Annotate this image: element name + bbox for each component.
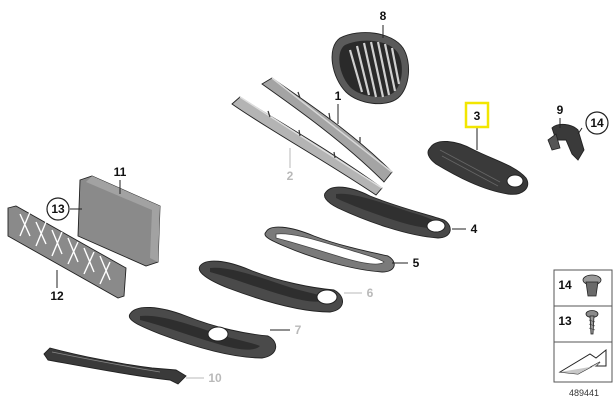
upper-trim-strip-part[interactable] (261, 77, 393, 183)
fastener-legend: 14 13 (553, 269, 613, 383)
legend-label-13: 13 (558, 314, 572, 328)
callout-14[interactable]: 14 (590, 116, 604, 130)
callout-8[interactable]: 8 (380, 9, 387, 23)
diagram-number: 489441 (569, 388, 599, 398)
leader-line-14 (577, 127, 583, 135)
lower-trim-strip-part[interactable] (231, 96, 383, 196)
kidney-grille-part[interactable] (331, 32, 409, 105)
callout-10[interactable]: 10 (208, 371, 222, 385)
spoiler-strip-10-part[interactable] (43, 347, 187, 385)
clip-fastener-icon (582, 274, 602, 297)
trim-cover-6-part[interactable] (198, 260, 343, 313)
callout-6[interactable]: 6 (367, 286, 374, 300)
callout-5[interactable]: 5 (413, 256, 420, 270)
callout-9[interactable]: 9 (557, 103, 564, 117)
legend-cell-13 (553, 305, 613, 343)
trim-ring-5-part[interactable] (264, 226, 395, 273)
bracket-part[interactable] (547, 123, 585, 161)
callout-4[interactable]: 4 (471, 222, 478, 236)
trim-cover-7-part[interactable] (128, 307, 277, 359)
callout-1[interactable]: 1 (335, 89, 342, 103)
callout-13[interactable]: 13 (51, 202, 65, 216)
mesh-carrier-part[interactable] (7, 205, 127, 299)
callout-11[interactable]: 11 (114, 165, 127, 179)
callout-circle-14 (585, 111, 609, 135)
callout-12[interactable]: 12 (50, 289, 64, 303)
air-intake-grille-part[interactable] (427, 141, 529, 195)
trim-frame-4-part[interactable] (324, 186, 451, 239)
callout-2[interactable]: 2 (287, 169, 294, 183)
legend-cell-14 (553, 269, 613, 307)
license-plate-bracket-part[interactable] (77, 175, 161, 267)
screw-fastener-icon (585, 310, 599, 335)
legend-label-14: 14 (558, 278, 572, 292)
callout-3[interactable]: 3 (474, 109, 481, 123)
highlight-box (464, 101, 490, 129)
callout-circle-13 (46, 197, 70, 221)
callout-7[interactable]: 7 (295, 323, 302, 337)
